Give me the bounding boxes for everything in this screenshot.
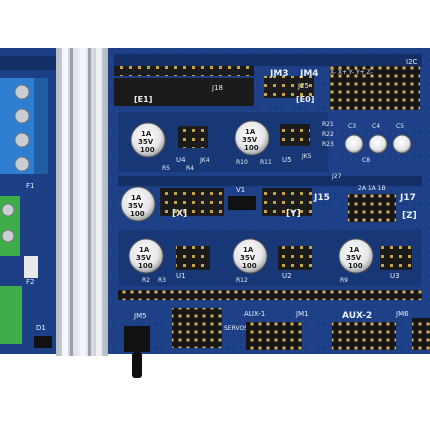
xy-row-label: X- X+ Y- Y+ Z- xyxy=(330,69,373,76)
z-axis-label: [Z] xyxy=(402,211,417,221)
jm4-label: JM4 xyxy=(299,69,319,79)
capacitor-5: 1A 35V 100 xyxy=(232,238,268,274)
f2-label: F2 xyxy=(26,278,34,286)
header-top-row xyxy=(114,66,254,76)
svg-text:100: 100 xyxy=(348,262,363,270)
svg-text:100: 100 xyxy=(138,262,153,270)
x-axis-label: [X] xyxy=(172,209,187,219)
j25-label: J25 xyxy=(297,82,309,90)
jk4-label: JK4 xyxy=(199,157,210,164)
c4-label: C4 xyxy=(372,123,380,130)
u4-label: U4 xyxy=(176,156,186,164)
r9-label: R9 xyxy=(340,277,348,284)
c3-label: C3 xyxy=(348,123,356,130)
jm5-label: JM5 xyxy=(133,312,147,320)
r22-label: R22 xyxy=(322,131,334,138)
r5-label: R5 xyxy=(162,165,170,172)
green-terminal-block xyxy=(0,196,22,344)
capacitor-2: 1A 35V 100 xyxy=(234,120,270,156)
y-axis-label: [Y] xyxy=(286,209,301,219)
svg-text:35V: 35V xyxy=(242,136,258,144)
d1-label: D1 xyxy=(36,324,46,332)
svg-text:100: 100 xyxy=(140,146,155,154)
r4-label: R4 xyxy=(186,165,194,172)
servos-label: SERVOS xyxy=(224,325,248,332)
f1-label: F1 xyxy=(26,182,34,190)
blue-terminal-block xyxy=(0,78,48,174)
j27-label: J27 xyxy=(331,173,342,180)
pins-2a1a-label: 2A 1A 1B xyxy=(358,185,386,192)
jm6-label: JM6 xyxy=(395,310,409,318)
c5-label: C5 xyxy=(396,123,404,130)
capacitor-3: 1A 35V 100 xyxy=(120,186,156,222)
i2c-label: I2C xyxy=(406,58,418,66)
jm1-label: JM1 xyxy=(295,310,309,318)
jk5-label: JK5 xyxy=(301,153,312,160)
svg-text:1A: 1A xyxy=(349,246,360,254)
u3-label: U3 xyxy=(390,272,400,280)
j17-label: J17 xyxy=(399,193,416,203)
svg-text:1A: 1A xyxy=(139,246,150,254)
c8-label: C8 xyxy=(362,157,370,164)
svg-text:100: 100 xyxy=(244,144,259,152)
svg-text:35V: 35V xyxy=(138,138,154,146)
capacitor-4: 1A 35V 100 xyxy=(128,238,164,274)
jm3-label: JM3 xyxy=(269,69,289,79)
svg-text:35V: 35V xyxy=(136,254,152,262)
r23-label: R23 xyxy=(322,141,334,148)
r21-label: R21 xyxy=(322,121,334,128)
aux1-label: AUX-1 xyxy=(244,310,265,318)
r10-label: R10 xyxy=(236,159,248,166)
e0-label: [E0] xyxy=(296,95,314,104)
capacitor-1: 1A 35V 100 xyxy=(130,122,166,158)
u2-label: U2 xyxy=(282,272,292,280)
svg-text:35V: 35V xyxy=(240,254,256,262)
svg-text:1A: 1A xyxy=(131,194,142,202)
r12-label: R12 xyxy=(236,277,248,284)
u1-label: U1 xyxy=(176,272,186,280)
u5-label: U5 xyxy=(282,156,292,164)
j15-label: J15 xyxy=(313,193,330,203)
r3-label: R3 xyxy=(158,277,166,284)
svg-text:1A: 1A xyxy=(243,246,254,254)
small-capacitors xyxy=(344,134,412,154)
v1-label: V1 xyxy=(236,186,245,194)
r11-label: R11 xyxy=(260,159,272,166)
svg-text:100: 100 xyxy=(242,262,257,270)
j18-label: J18 xyxy=(211,84,223,92)
svg-text:100: 100 xyxy=(130,210,145,218)
capacitor-6: 1A 35V 100 xyxy=(338,238,374,274)
svg-text:35V: 35V xyxy=(346,254,362,262)
heatsink xyxy=(56,48,108,358)
svg-text:1A: 1A xyxy=(245,128,256,136)
svg-text:35V: 35V xyxy=(128,202,144,210)
aux2-label: AUX-2 xyxy=(342,311,372,321)
r2-label: R2 xyxy=(142,277,150,284)
e1-label: [E1] xyxy=(134,95,152,104)
svg-text:1A: 1A xyxy=(141,130,152,138)
